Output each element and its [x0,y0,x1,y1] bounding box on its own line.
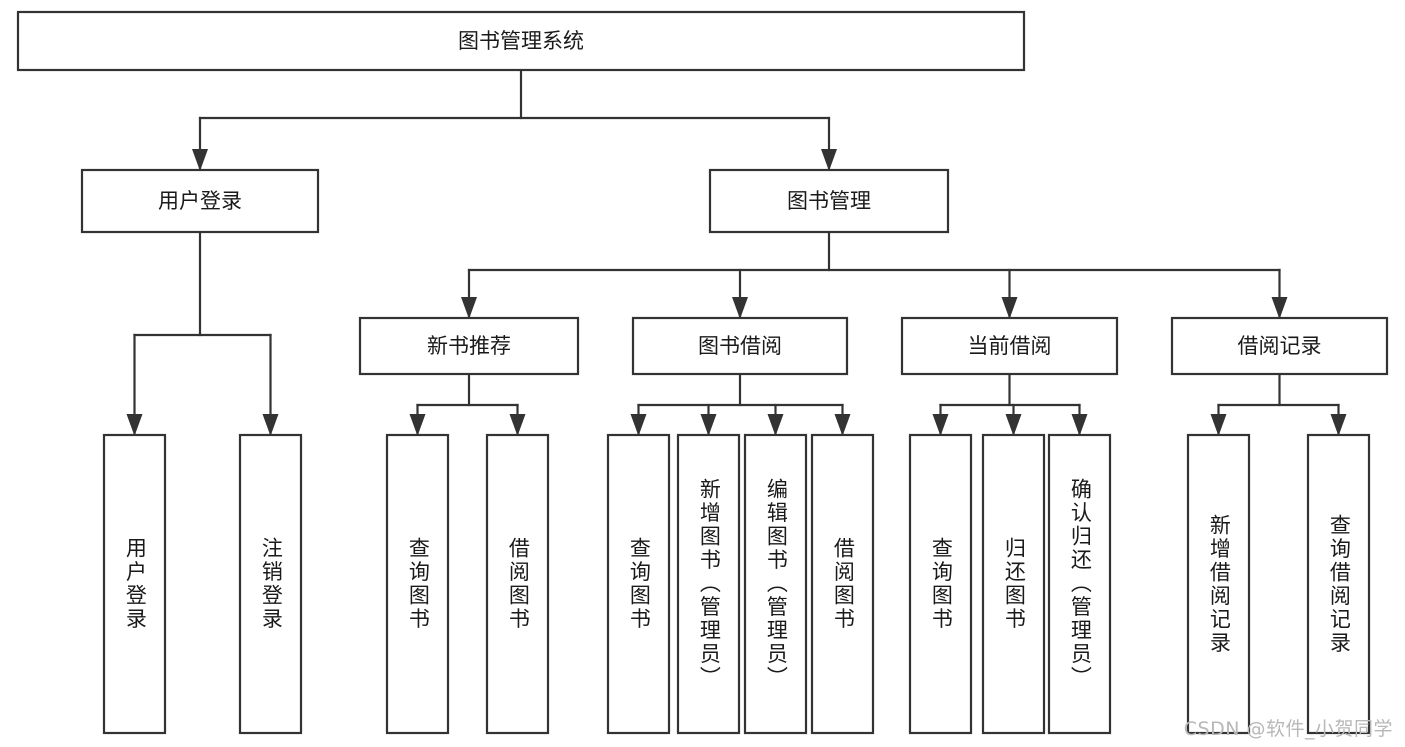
csdn-watermark: CSDN @软件_小贺同学 [1183,718,1393,740]
node-label: 图书管理系统 [458,29,584,53]
leaf-node-10[interactable] [1047,433,1112,735]
arrow-head-icon [821,149,837,171]
leaf-node-1[interactable] [238,433,303,735]
node-label: 当前借阅 [968,334,1052,358]
leaf-node-8[interactable] [908,433,973,735]
leaf-node-2[interactable] [385,433,450,735]
arrow-head-icon [1271,297,1288,319]
leaf-node-11[interactable] [1186,433,1251,735]
level2-node-借阅记录[interactable] [1170,316,1389,376]
leaf-node-4[interactable] [606,433,671,735]
boxes-layer [16,10,1389,735]
arrow-head-icon [262,414,279,436]
arrow-head-icon [834,414,851,436]
level2-node-图书借阅[interactable] [631,316,849,376]
leaf-node-3[interactable] [485,433,550,735]
leaf-node-12[interactable] [1306,433,1371,735]
arrow-head-icon [409,414,426,436]
node-label: 图书管理 [787,189,871,213]
level1-node-图书管理[interactable] [708,168,950,234]
arrow-head-icon [192,149,208,171]
level1-node-用户登录[interactable] [80,168,320,234]
node-label: 借阅记录 [1238,334,1322,358]
leaf-node-9[interactable] [981,433,1046,735]
leaf-node-5[interactable] [676,433,741,735]
arrow-head-icon [461,297,477,319]
node-label: 用户登录 [158,189,242,213]
arrow-head-icon [767,414,784,436]
arrow-head-icon [1071,414,1088,436]
arrow-head-icon [1005,414,1022,436]
arrow-head-icon [1330,414,1347,436]
leaf-node-7[interactable] [810,433,875,735]
leaf-node-0[interactable] [102,433,167,735]
leaf-node-6[interactable] [743,433,808,735]
level2-node-新书推荐[interactable] [358,316,580,376]
arrow-head-icon [1210,414,1227,436]
arrow-head-icon [732,297,748,319]
node-label: 新书推荐 [427,334,511,358]
root-node-图书管理系统[interactable] [16,10,1026,72]
level2-node-当前借阅[interactable] [900,316,1119,376]
arrow-head-icon [932,414,949,436]
arrow-head-icon [630,414,647,436]
arrow-head-icon [509,414,526,436]
node-label: 图书借阅 [698,334,782,358]
arrow-head-icon [700,414,717,436]
connectors-layer [126,68,1347,436]
arrow-head-icon [126,414,143,436]
arrow-head-icon [1001,297,1018,319]
